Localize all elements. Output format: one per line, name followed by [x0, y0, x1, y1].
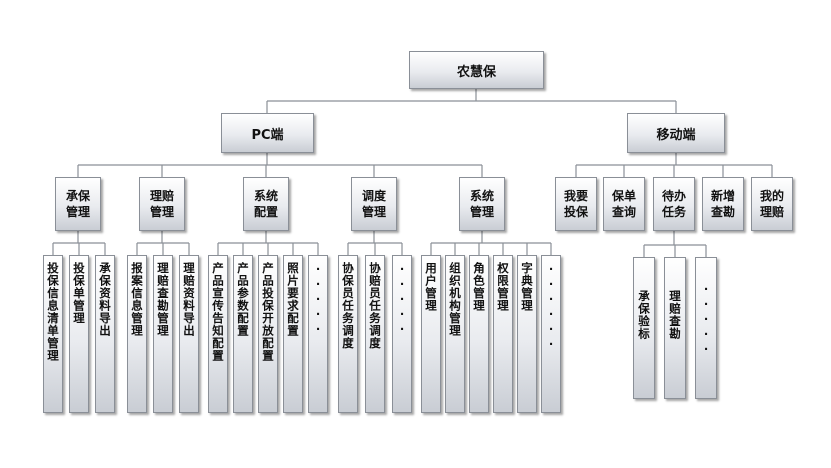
node-system-mgmt: 系统管理 [459, 177, 505, 231]
leaf-node: 组织机构管理 [445, 255, 465, 413]
leaf-node: 产品投保开放配置 [258, 255, 278, 413]
leaf-label: 产品宣传告知配置 [211, 262, 225, 362]
leaf-node: 权限管理 [493, 255, 513, 413]
node-label: 理赔管理 [149, 189, 174, 219]
leaf-label: 组织机构管理 [448, 262, 462, 337]
node-todo-tasks: 待办任务 [653, 177, 695, 231]
leaf-node: 理赔查勘管理 [153, 255, 173, 413]
node-label: 新增查勘 [710, 189, 735, 219]
node-label: 我要投保 [563, 189, 588, 219]
leaf-label: 产品参数配置 [236, 262, 250, 337]
leaf-label: 用户管理 [424, 262, 438, 312]
node-claims-mgmt: 理赔管理 [139, 177, 185, 231]
node-pc-label: PC端 [251, 127, 284, 143]
leaf-label: ······ [544, 262, 558, 352]
leaf-node: ····· [392, 255, 412, 413]
leaf-label: ····· [311, 262, 325, 337]
leaf-node: 用户管理 [421, 255, 441, 413]
leaf-node: 投保单管理 [69, 255, 89, 413]
leaf-node: 协赔员任务调度 [365, 255, 385, 413]
node-label: 系统配置 [253, 189, 278, 219]
leaf-node: 协保员任务调度 [338, 255, 358, 413]
leaf-label: 权限管理 [496, 262, 510, 312]
node-root-label: 农慧保 [456, 64, 496, 80]
leaf-node: 角色管理 [469, 255, 489, 413]
node-label: 承保管理 [65, 189, 90, 219]
node-new-survey: 新增查勘 [702, 177, 744, 231]
node-my-claims: 我的理赔 [751, 177, 793, 231]
leaf-label: 投保信息清单管理 [46, 262, 60, 362]
node-label: 系统管理 [469, 189, 494, 219]
leaf-label: 产品投保开放配置 [261, 262, 275, 362]
leaf-node: 报案信息管理 [127, 255, 147, 413]
leaf-label: 承保验标 [637, 290, 651, 340]
node-label: 调度管理 [361, 189, 386, 219]
leaf-label: 协保员任务调度 [341, 262, 355, 350]
leaf-node: 理赔查勘 [664, 257, 686, 399]
leaf-node: 理赔资料导出 [179, 255, 199, 413]
node-system-config: 系统配置 [243, 177, 289, 231]
node-mobile-label: 移动端 [656, 127, 696, 143]
leaf-node: 承保验标 [633, 257, 655, 399]
leaf-node: ······ [541, 255, 561, 413]
node-policy-query: 保单查询 [603, 177, 645, 231]
node-dispatch-mgmt: 调度管理 [351, 177, 397, 231]
leaf-node: ····· [308, 255, 328, 413]
leaf-label: ····· [395, 262, 409, 337]
leaf-label: 字典管理 [520, 262, 534, 312]
leaf-label: 理赔资料导出 [182, 262, 196, 337]
leaf-label: 协赔员任务调度 [368, 262, 382, 350]
node-pc: PC端 [221, 113, 314, 153]
leaf-node: 字典管理 [517, 255, 537, 413]
node-root: 农慧保 [409, 51, 544, 89]
node-apply-insurance: 我要投保 [555, 177, 597, 231]
node-mobile: 移动端 [627, 113, 725, 153]
leaf-node: 产品宣传告知配置 [208, 255, 228, 413]
node-underwriting-mgmt: 承保管理 [55, 177, 101, 231]
leaf-node: ····· [695, 257, 717, 399]
leaf-label: 报案信息管理 [130, 262, 144, 337]
leaf-label: 照片要求配置 [286, 262, 300, 337]
node-label: 保单查询 [611, 189, 636, 219]
leaf-label: ····· [699, 282, 713, 357]
leaf-label: 角色管理 [472, 262, 486, 312]
leaf-label: 承保资料导出 [98, 262, 112, 337]
leaf-node: 产品参数配置 [233, 255, 253, 413]
leaf-label: 理赔查勘 [668, 290, 682, 340]
leaf-node: 照片要求配置 [283, 255, 303, 413]
node-label: 我的理赔 [759, 189, 784, 219]
leaf-label: 投保单管理 [72, 262, 86, 325]
node-label: 待办任务 [661, 189, 686, 219]
leaf-node: 承保资料导出 [95, 255, 115, 413]
leaf-node: 投保信息清单管理 [43, 255, 63, 413]
leaf-label: 理赔查勘管理 [156, 262, 170, 337]
